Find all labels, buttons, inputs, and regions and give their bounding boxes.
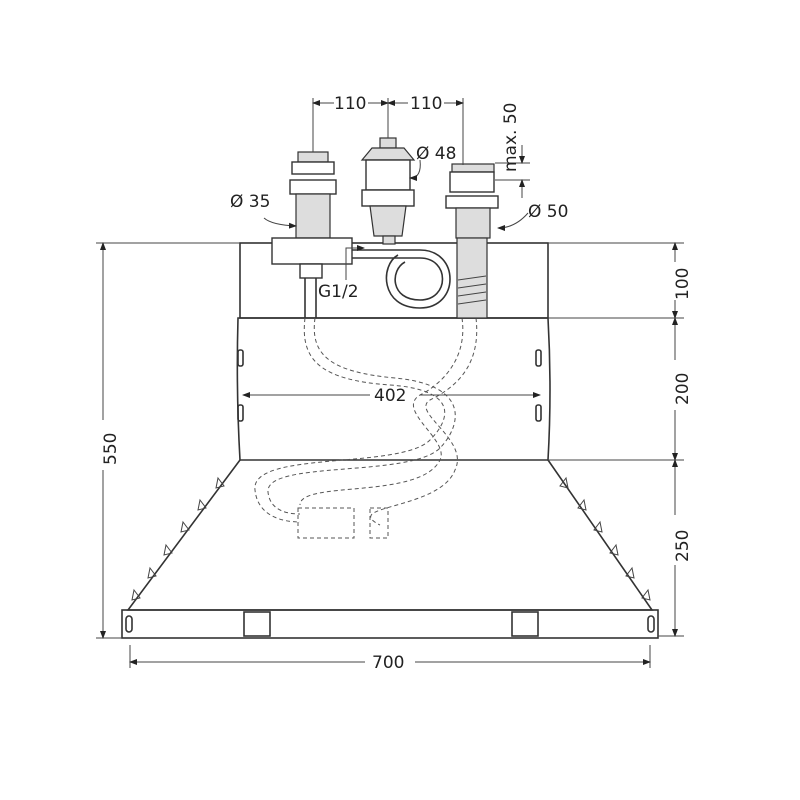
label-total-width: 700 — [372, 653, 404, 673]
body-outline — [121, 242, 659, 639]
center-diverter — [360, 137, 416, 245]
label-height-total: 550 — [101, 433, 121, 465]
label-dia-center: Ø 48 — [416, 144, 456, 164]
label-height-top: 100 — [673, 268, 693, 300]
label-height-bottom: 250 — [673, 530, 693, 562]
label-dia-right: Ø 50 — [528, 202, 568, 222]
hidden-hoses — [254, 317, 478, 539]
label-max-height: max. 50 — [501, 103, 521, 172]
label-spacing-right: 110 — [410, 94, 442, 114]
label-dia-left: Ø 35 — [230, 192, 270, 212]
loop-hose — [352, 249, 451, 309]
left-valve — [271, 151, 353, 318]
label-height-middle: 200 — [673, 373, 693, 405]
label-inner-width: 402 — [374, 386, 406, 406]
right-spout — [445, 163, 499, 319]
label-thread: G1/2 — [318, 282, 359, 302]
label-spacing-left: 110 — [334, 94, 366, 114]
dimension-lines — [96, 98, 684, 668]
